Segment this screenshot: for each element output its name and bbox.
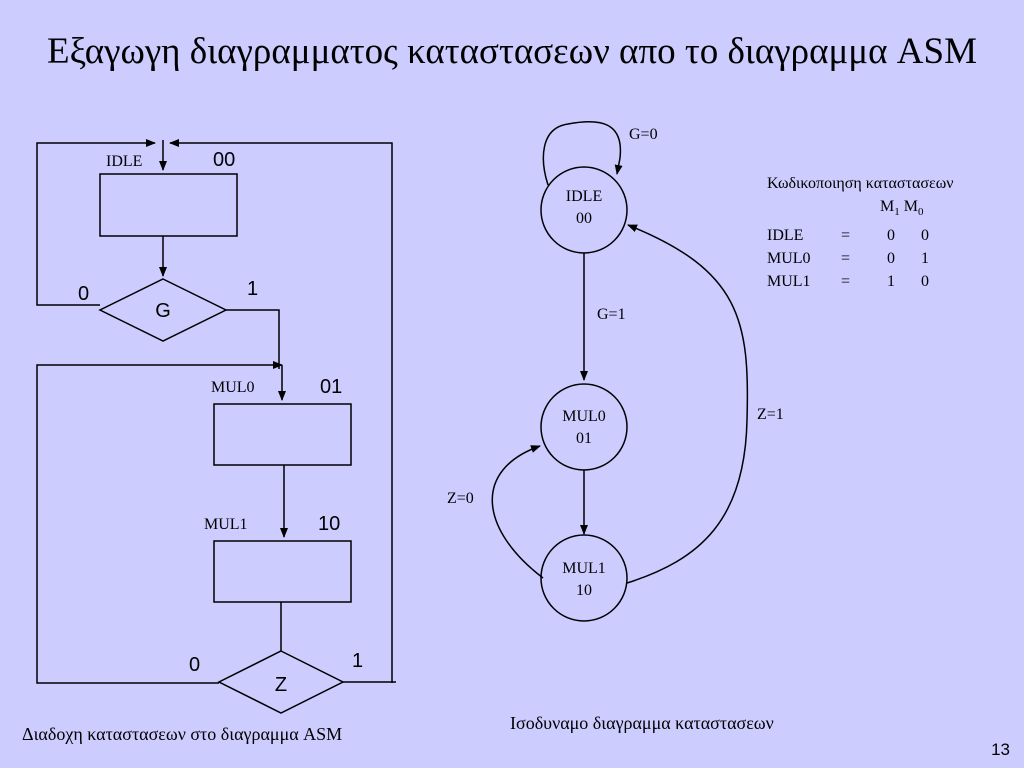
encoding-row: IDLE = 0 0 (767, 227, 929, 245)
asm-z-false-label: 0 (189, 654, 200, 676)
transition-label-z0: Z=0 (447, 490, 474, 507)
transition-label-g0: G=0 (629, 126, 658, 143)
asm-state-name-idle: IDLE (106, 153, 142, 170)
state-node-mul1 (540, 534, 628, 622)
state-diagram-caption: Ισοδυναμο διαγραμμα καταστασεων (510, 713, 774, 733)
asm-g-false-loop (36, 139, 156, 306)
encoding-table-title: Κωδικοποιηση καταστασεων (767, 175, 954, 192)
page-number: 13 (991, 740, 1010, 759)
asm-chart: IDLE 00 G 0 1 MUL0 01 MUL1 10 Z 0 1 (36, 139, 396, 714)
state-encoding-table: Κωδικοποιηση καταστασεων M1 M0 IDLE = 0 … (767, 172, 953, 293)
asm-state-code-idle: 00 (213, 149, 235, 171)
encoding-row: MUL0 = 0 1 (767, 250, 929, 268)
asm-state-box-mul1 (213, 540, 352, 603)
encoding-row: MUL1 = 1 0 (767, 273, 929, 291)
asm-state-code-mul0: 01 (320, 376, 342, 398)
state-node-mul0-code: 01 (576, 430, 592, 447)
asm-decision-z (217, 650, 345, 714)
transition-g0-loop (542, 121, 623, 186)
encoding-header-m1: M1 (880, 198, 900, 219)
encoding-table-header: M1 M0 (767, 195, 953, 224)
state-node-idle-name: IDLE (566, 188, 602, 205)
asm-state-name-mul1: MUL1 (204, 516, 248, 533)
encoding-header-m0: M0 (903, 198, 924, 219)
asm-decision-g-label: G (155, 300, 171, 322)
state-diagram: G=0 IDLE 00 G=1 MUL0 01 MUL1 10 Z=0 Z=1 (447, 121, 784, 622)
asm-z-true-return (169, 139, 393, 683)
asm-state-box-idle (99, 173, 238, 237)
transition-label-g1: G=1 (597, 306, 626, 323)
state-node-mul0-name: MUL0 (562, 408, 606, 425)
asm-g-false-label: 0 (78, 283, 89, 305)
state-node-mul1-name: MUL1 (562, 560, 606, 577)
asm-g-true-label: 1 (247, 278, 258, 300)
asm-state-code-mul1: 10 (318, 513, 340, 535)
slide-title: Εξαγωγη διαγραμματος καταστασεων απο το … (47, 31, 977, 72)
state-node-mul0 (540, 383, 628, 471)
state-node-mul1-code: 10 (576, 582, 592, 599)
asm-state-box-mul0 (213, 403, 352, 466)
asm-z-false-loop (36, 361, 283, 684)
transition-z1 (626, 224, 749, 584)
state-node-idle-code: 00 (576, 210, 592, 227)
asm-decision-g (98, 278, 228, 342)
asm-g-true-path (226, 309, 280, 369)
asm-decision-z-label: Z (275, 674, 287, 696)
asm-state-name-mul0: MUL0 (211, 379, 255, 396)
transition-z0 (491, 445, 544, 579)
transition-label-z1: Z=1 (757, 406, 784, 423)
asm-z-true-label: 1 (352, 650, 363, 672)
asm-chart-caption: Διαδοχη καταστασεων στο διαγραμμα ASM (22, 724, 343, 744)
